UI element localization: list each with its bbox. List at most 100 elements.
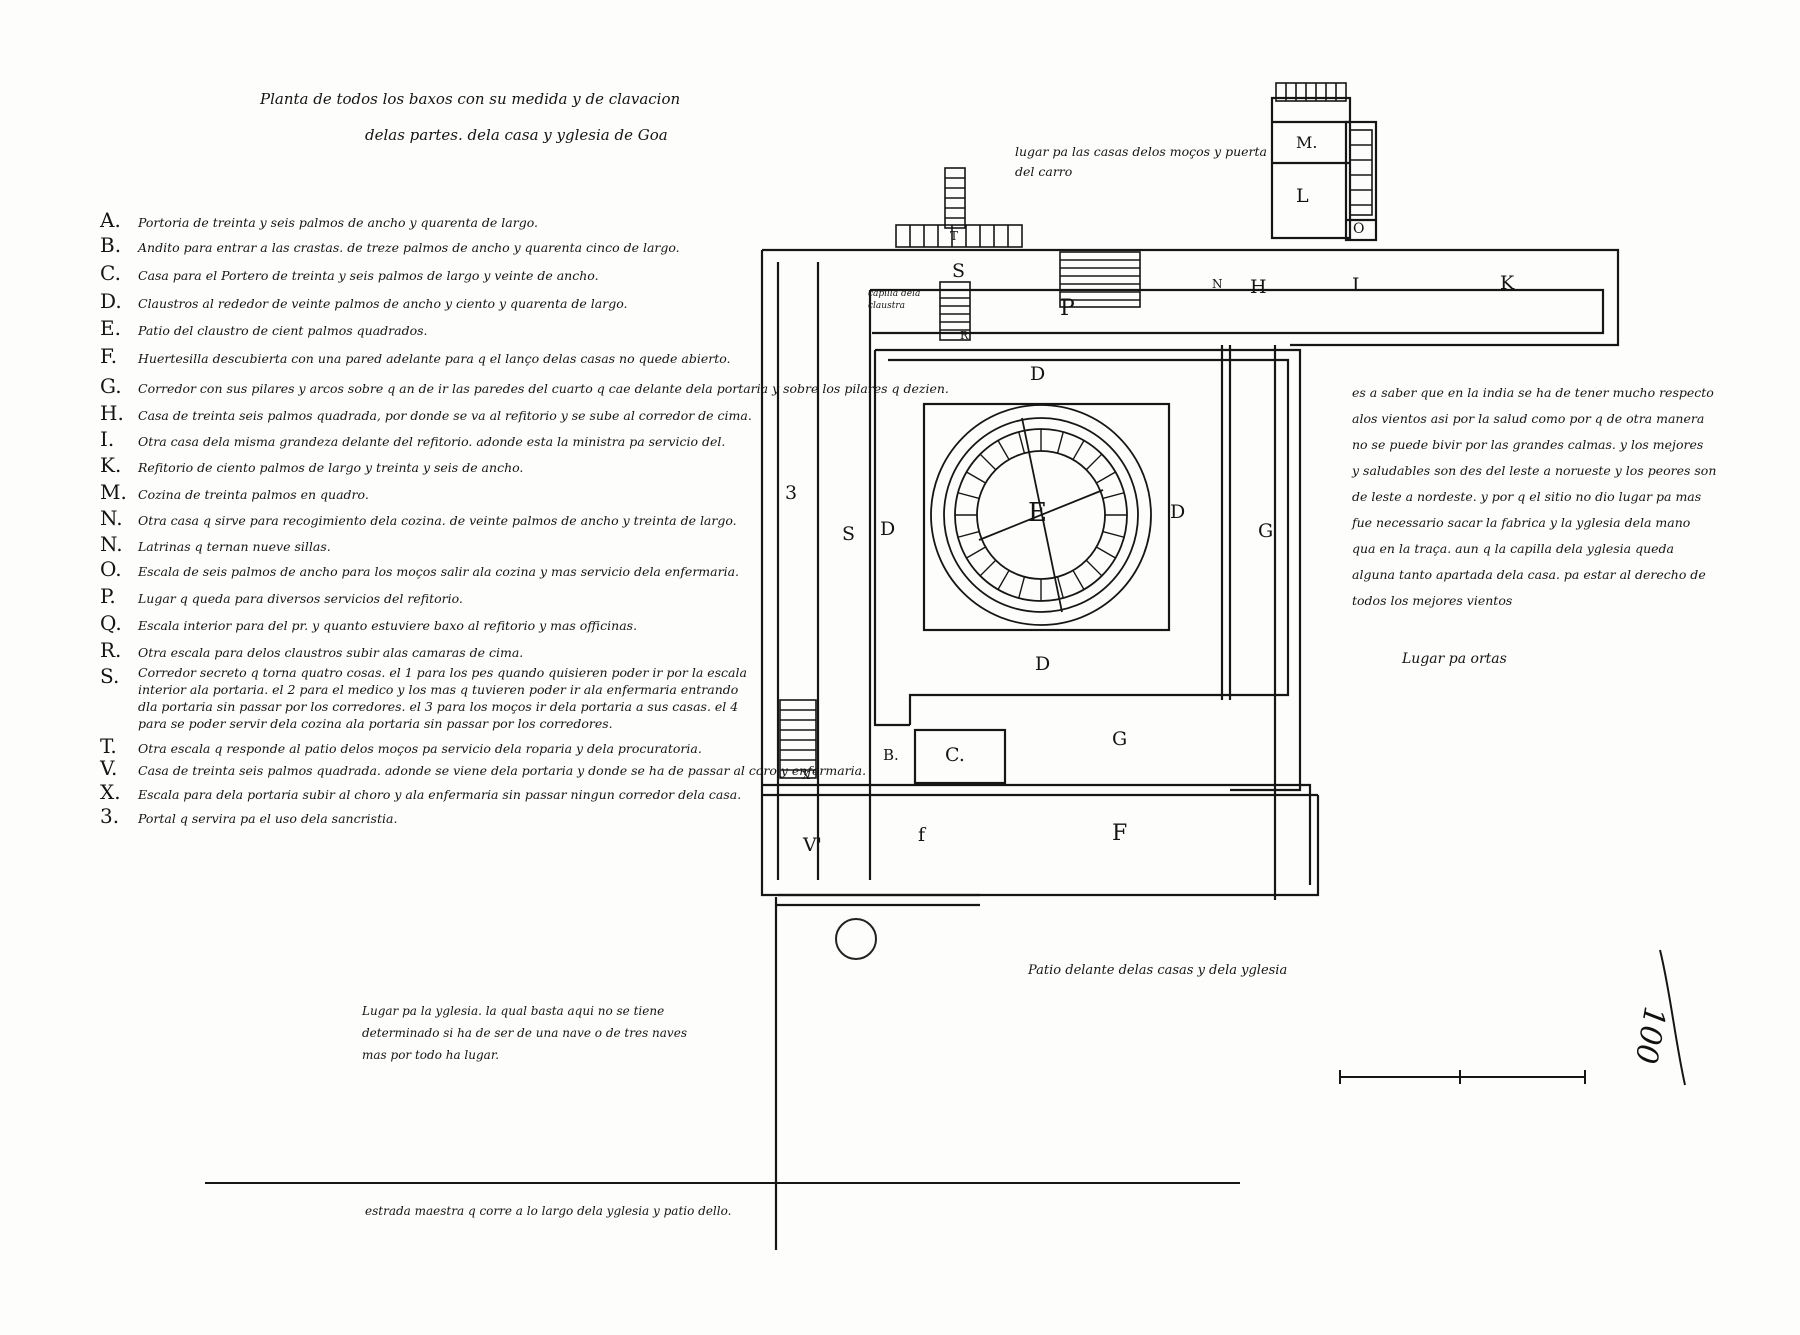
fountain-spoke (1056, 576, 1064, 599)
legend-key: E. (100, 316, 121, 340)
note-kitchen-line-2: del carro (1015, 164, 1073, 179)
legend-key: D. (100, 289, 122, 313)
fountain-spoke (957, 530, 980, 538)
legend-key: R. (100, 638, 122, 662)
stair-q (1059, 251, 1141, 308)
note-winds-line: no se puede bivir por las grandes calmas… (1352, 437, 1704, 452)
room-label-f-small: f (918, 824, 926, 846)
legend-text: Casa de treinta seis palmos quadrada. ad… (138, 763, 867, 778)
note-garden: Lugar pa ortas (1402, 651, 1507, 667)
room-label-g-east: G (1258, 520, 1274, 542)
legend-text: Casa de treinta seis palmos quadrada, po… (138, 408, 752, 423)
room-label-d-south: D (1035, 653, 1051, 675)
note-winds-line: alguna tanto apartada dela casa. pa esta… (1352, 567, 1706, 582)
fountain-spoke (1018, 431, 1026, 454)
fountain-spoke (1072, 570, 1085, 590)
legend-item: I. Otra casa dela misma grandeza delante … (100, 427, 725, 451)
fountain-spoke (1096, 471, 1116, 484)
legend-item: E. Patio del claustro de cient palmos qua… (100, 316, 428, 340)
note-winds-line: de leste a nordeste. y por q el sitio no… (1352, 489, 1702, 504)
room-label-b: B. (883, 746, 899, 764)
room-label-l: L (1296, 185, 1309, 207)
legend-item: V. Casa de treinta seis palmos quadrada. … (100, 756, 866, 780)
legend-item: F. Huertesilla descubierta con una pared … (100, 344, 731, 368)
legend-text: Lugar q queda para diversos servicios de… (138, 591, 463, 606)
fountain-spoke (966, 471, 986, 484)
note-winds: es a saber que en la india se ha de tene… (1352, 380, 1716, 614)
fountain-spoke (979, 453, 997, 471)
legend-key: N. (100, 532, 123, 556)
legend-text: Corredor secreto q torna quatro cosas. e… (138, 665, 747, 731)
legend-key: V. (100, 756, 118, 780)
legend-item: T.Otra escala q responde al patio delos … (100, 734, 702, 758)
fountain-spoke (1072, 440, 1085, 460)
room-label-x: X (802, 769, 810, 782)
legend-item: H. Casa de treinta seis palmos quadrada, … (100, 401, 752, 425)
room-label-k: K (1500, 272, 1515, 294)
legend-text: Andito para entrar a las crastas. de tre… (138, 240, 680, 255)
legend-text: Portoria de treinta y seis palmos de anc… (138, 215, 538, 230)
note-chapel: capilla dela claustra (868, 288, 920, 312)
fountain-spoke (1085, 453, 1103, 471)
fountain-spoke (1102, 530, 1125, 538)
note-winds-line: qua en la traça. aun q la capilla dela y… (1352, 541, 1674, 556)
note-church: Lugar pa la yglesia. la qual basta aqui … (362, 1000, 687, 1066)
room-label-d-north: D (1030, 363, 1046, 385)
legend-item: G.Corredor con sus pilares y arcos sobre… (100, 374, 949, 398)
legend-key: F. (100, 344, 118, 368)
note-chapel-line-2: claustra (868, 301, 905, 311)
fountain-spoke (1096, 546, 1116, 559)
fountain-spoke (966, 546, 986, 559)
note-church-line: mas por todo ha lugar. (362, 1048, 500, 1062)
legend-text: Portal q servira pa el uso dela sancrist… (138, 811, 398, 826)
room-label-p: P (1060, 296, 1075, 321)
legend-item: B.Andito para entrar a las crastas. de t… (100, 233, 680, 257)
kitchen-block (1270, 96, 1378, 242)
legend-item: N. Latrinas q ternan nueve sillas. (100, 532, 331, 556)
legend-text: Otra escala para delos claustros subir a… (138, 645, 524, 660)
note-winds-line: alos vientos asi por la salud como por q… (1352, 411, 1705, 426)
room-label-s-west: S (842, 523, 856, 545)
legend-item: C.Casa para el Portero de treinta y seis… (100, 261, 599, 285)
stair-hatches (779, 82, 1373, 779)
room-label-3: 3 (785, 482, 798, 504)
fountain-spoke (1018, 576, 1026, 599)
room-label-s: S (952, 260, 966, 282)
stair-x (779, 699, 817, 779)
legend-text: Otra casa q sirve para recogimiento dela… (138, 513, 737, 528)
room-label-m: M. (1296, 133, 1318, 152)
legend-text: Huertesilla descubierta con una pared ad… (138, 351, 731, 366)
note-winds-line: es a saber que en la india se ha de tene… (1352, 385, 1714, 400)
legend-item: P. Lugar q queda para diversos servicios … (100, 584, 463, 608)
legend-key: P. (100, 584, 116, 608)
room-c-outline (913, 728, 1007, 785)
fountain-spokes (955, 429, 1127, 601)
library-stamp (835, 918, 877, 960)
legend-key: S. (100, 664, 120, 688)
legend-key: H. (100, 401, 124, 425)
room-label-t: T (950, 229, 959, 243)
legend-key: Q. (100, 611, 122, 635)
fountain-spoke (997, 440, 1010, 460)
folio-bracket (1659, 949, 1686, 1086)
legend-text: Claustros al rededor de veinte palmos de… (138, 296, 628, 311)
legend-item: N.Otra casa q sirve para recogimiento de… (100, 506, 737, 530)
note-winds-line: y saludables son des del leste a noruest… (1352, 463, 1717, 478)
note-winds-line: fue necessario sacar la fabrica y la ygl… (1352, 515, 1691, 530)
fountain-spoke (957, 492, 980, 500)
legend-text: Patio del claustro de cient palmos quadr… (138, 323, 428, 338)
fountain-spoke (997, 570, 1010, 590)
stair-t-north (895, 167, 1023, 248)
legend-item: K.Refitorio de ciento palmos de largo y … (100, 453, 523, 477)
legend-text: Otra casa dela misma grandeza delante de… (138, 434, 726, 449)
stair-n (1275, 82, 1373, 216)
note-street: estrada maestra q corre a lo largo dela … (365, 1204, 732, 1218)
room-label-h: H (1250, 276, 1267, 298)
legend-key: I. (100, 427, 115, 451)
legend-key: A. (100, 208, 121, 232)
sheet-title-line-1: Planta de todos los baxos con su medida … (260, 90, 681, 108)
legend-key: X. (100, 780, 121, 804)
legend-text: Latrinas q ternan nueve sillas. (138, 539, 331, 554)
note-church-line: Lugar pa la yglesia. la qual basta aqui … (362, 1004, 665, 1018)
